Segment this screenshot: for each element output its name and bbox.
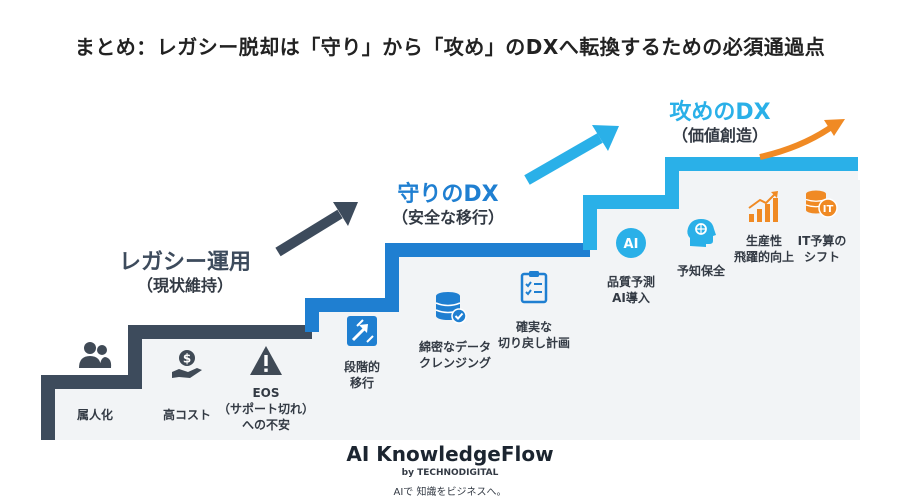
- defense-step-line: [305, 243, 590, 332]
- label-budget-line2: シフト: [803, 250, 840, 264]
- label-productivity-line2: 飛躍的向上: [733, 250, 794, 264]
- svg-text:IT: IT: [823, 204, 834, 215]
- ai-circle-icon: AI: [616, 228, 646, 258]
- legacy-stage-title: レガシー運用: [118, 250, 251, 275]
- clipboard-checklist-icon: [520, 271, 548, 304]
- label-person-dependency: 属人化: [76, 408, 113, 422]
- label-eos-line1: EOS: [252, 386, 280, 400]
- head-brain-icon: [687, 219, 716, 247]
- label-phased-line1: 段階的: [343, 360, 380, 374]
- arrows-migration-icon: [347, 316, 377, 346]
- label-productivity-line1: 生産性: [745, 234, 782, 248]
- database-check-icon: [435, 292, 467, 324]
- offense-arrow: [759, 119, 845, 160]
- label-predictive-maintenance: 予知保全: [676, 264, 725, 278]
- offense-stage-subtitle: （価値創造）: [671, 126, 768, 145]
- label-eos-line3: への不安: [241, 418, 290, 432]
- brand-by: by TECHNODIGITAL: [401, 468, 499, 478]
- warning-icon: [250, 346, 282, 375]
- brand-tagline: AIで 知識をビジネスへ。: [393, 487, 507, 498]
- svg-text:$: $: [183, 352, 191, 366]
- offense-stage-title: 攻めのDX: [669, 100, 771, 125]
- people-icon: [79, 342, 112, 368]
- svg-text:AI: AI: [624, 237, 639, 252]
- label-cleansing-line1: 綿密なデータ: [418, 340, 491, 354]
- defense-stage-subtitle: （安全な移行）: [391, 208, 504, 227]
- label-budget-line1: IT予算の: [797, 234, 847, 248]
- dollar-hand-icon: $: [172, 350, 202, 378]
- legacy-arrow: [275, 202, 358, 257]
- defense-stage-title: 守りのDX: [397, 182, 499, 207]
- label-high-cost: 高コスト: [162, 408, 211, 422]
- label-ai-quality-line2: AI導入: [612, 291, 650, 305]
- page-title: まとめ：レガシー脱却は「守り」から「攻め」のDXへ転換するための必須通過点: [74, 35, 826, 59]
- it-coins-icon: IT: [805, 190, 838, 218]
- bar-growth-icon: [748, 191, 778, 222]
- legacy-step-line: [41, 325, 312, 440]
- label-cleansing-line2: クレンジング: [418, 356, 491, 370]
- legacy-stage-subtitle: （現状維持）: [136, 276, 233, 295]
- offense-step-line: [583, 157, 858, 250]
- label-rollback-line1: 確実な: [515, 320, 552, 334]
- label-rollback-line2: 切り戻し計画: [497, 336, 570, 350]
- label-ai-quality-line1: 品質予測: [606, 275, 655, 289]
- label-eos-line2: （サポート切れ）: [217, 402, 314, 416]
- defense-arrow: [524, 125, 619, 185]
- brand-name: AI KnowledgeFlow: [346, 442, 554, 466]
- label-phased-line2: 移行: [349, 376, 374, 390]
